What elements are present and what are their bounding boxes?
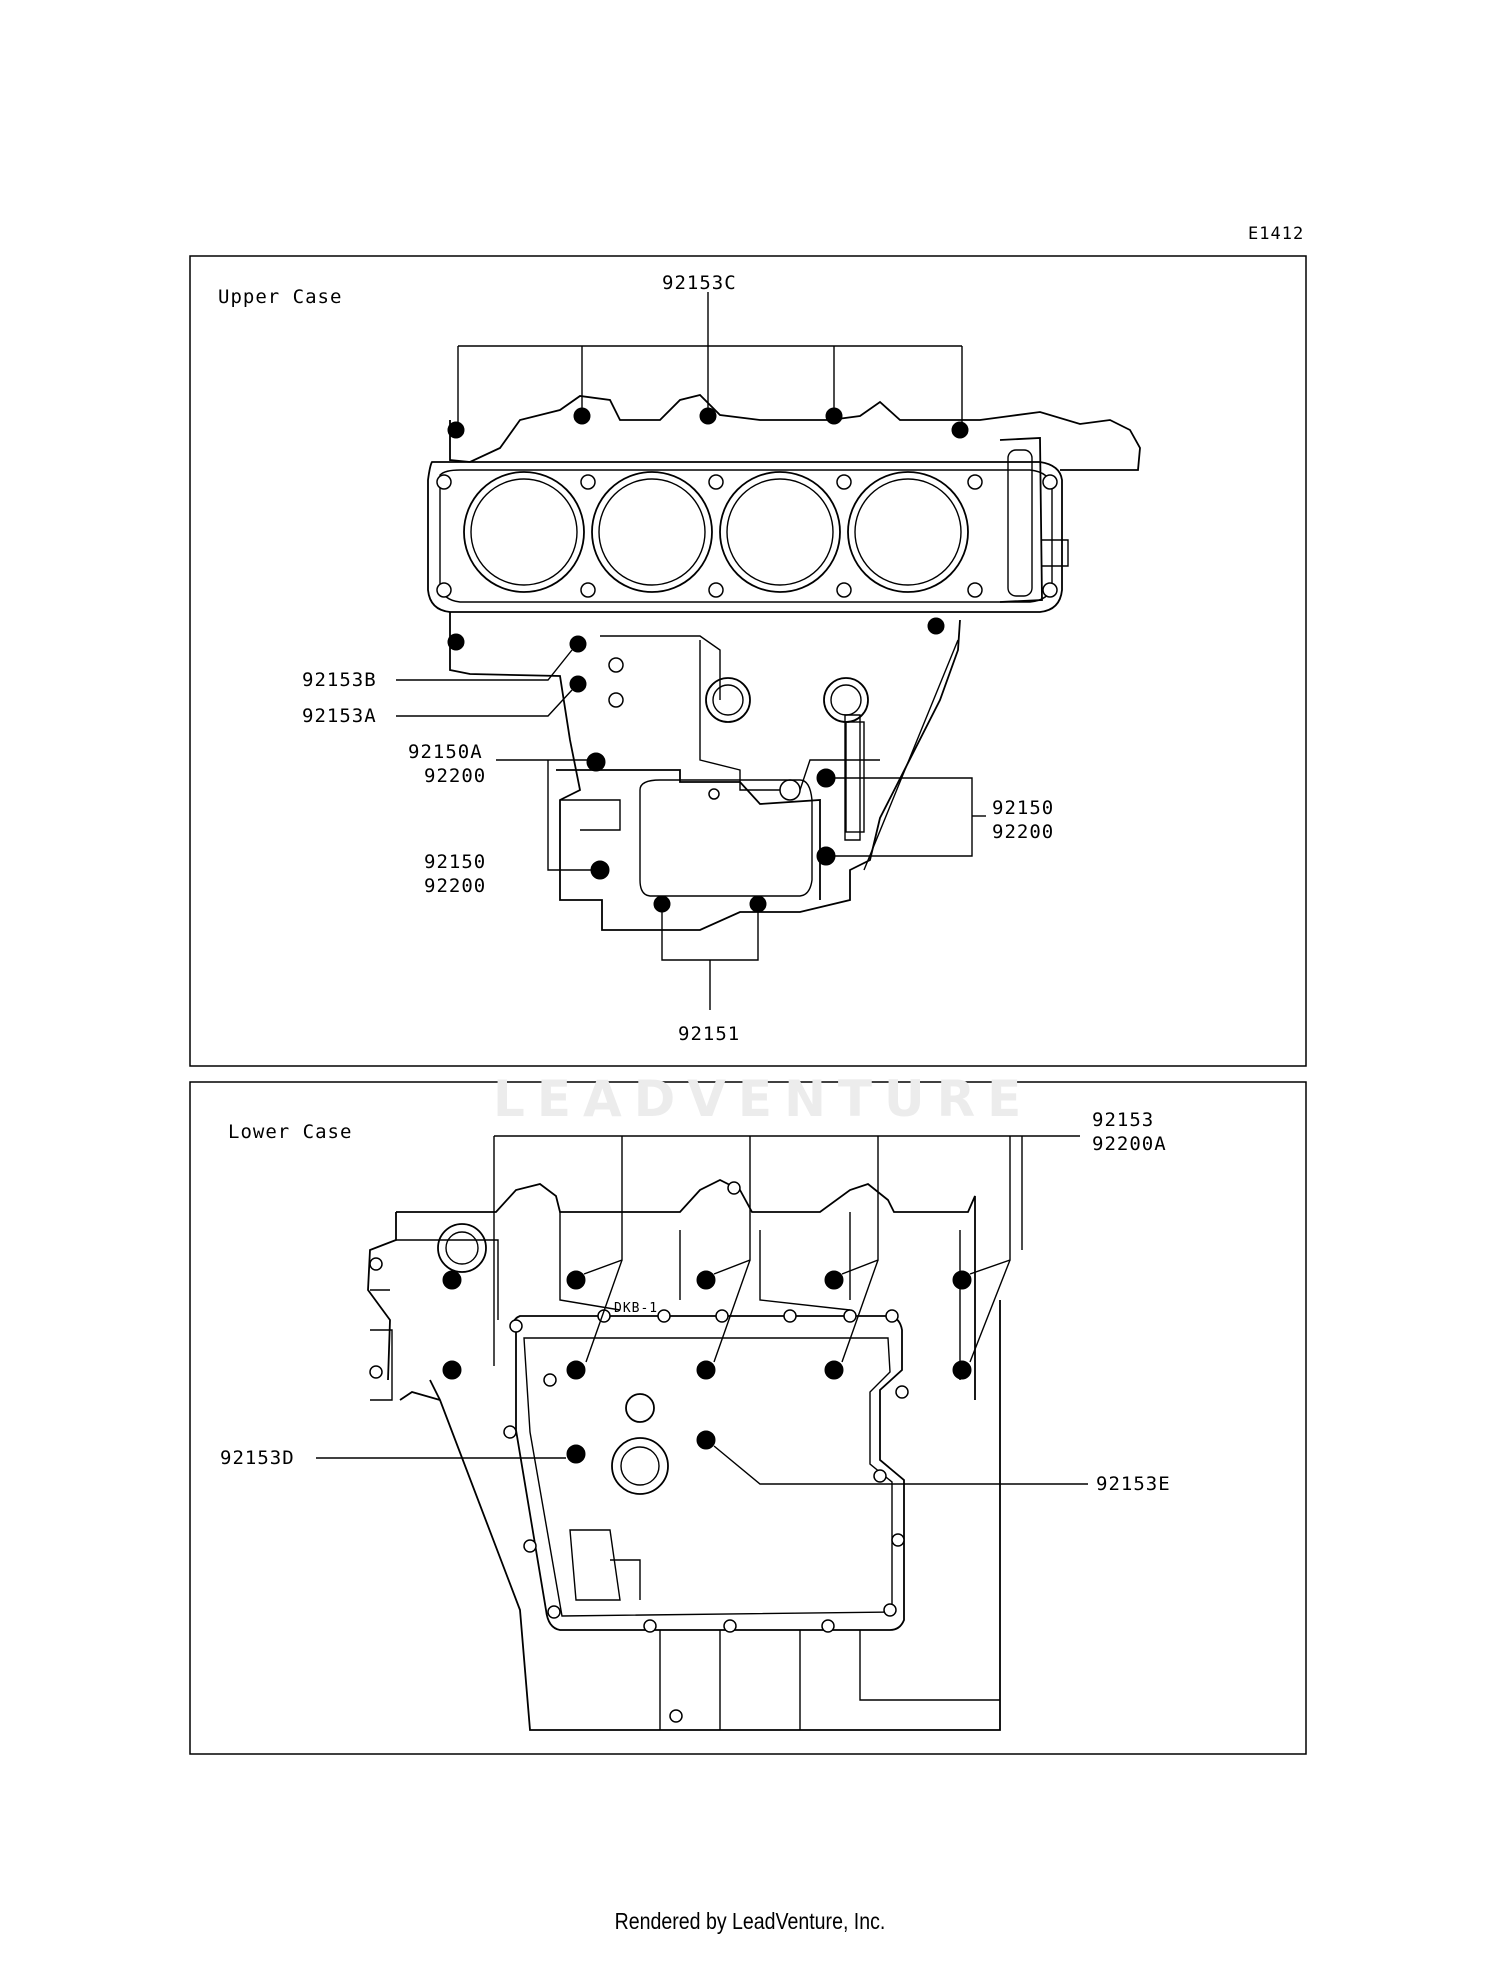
- lower-case-title: Lower Case: [228, 1121, 352, 1143]
- label-92153D: 92153D: [220, 1447, 295, 1469]
- upper-leader-lines: [396, 292, 986, 1010]
- footer-credit: Rendered by LeadVenture, Inc.: [614, 1908, 886, 1934]
- upper-case-title: Upper Case: [218, 286, 342, 308]
- label-92200A: 92200A: [1092, 1133, 1167, 1155]
- label-92153: 92153: [1092, 1109, 1154, 1131]
- label-92153C: 92153C: [662, 272, 737, 294]
- stamp-dkb1: DKB-1: [614, 1301, 658, 1316]
- label-92150A: 92150A: [408, 741, 483, 763]
- lower-crankcase-drawing: [367, 1178, 1001, 1731]
- upper-crankcase-drawing: [427, 394, 1141, 931]
- label-92153E: 92153E: [1096, 1473, 1171, 1495]
- diagram-ref: E1412: [1248, 224, 1305, 244]
- lower-bolts: [442, 1270, 972, 1464]
- label-92153A: 92153A: [302, 705, 377, 727]
- label-92200-a: 92200: [424, 765, 486, 787]
- label-92153B: 92153B: [302, 669, 377, 691]
- lower-leader-lines: [316, 1135, 1088, 1485]
- watermark: LEADVENTURE: [493, 1070, 1034, 1128]
- label-92150-right: 92150: [992, 797, 1054, 819]
- upper-case-panel: [189, 255, 1307, 1067]
- lower-case-panel: [189, 1081, 1307, 1755]
- label-92200-right: 92200: [992, 821, 1054, 843]
- label-92200-left: 92200: [424, 875, 486, 897]
- upper-bolts: [447, 407, 969, 913]
- label-92150-left: 92150: [424, 851, 486, 873]
- label-92151: 92151: [678, 1023, 740, 1045]
